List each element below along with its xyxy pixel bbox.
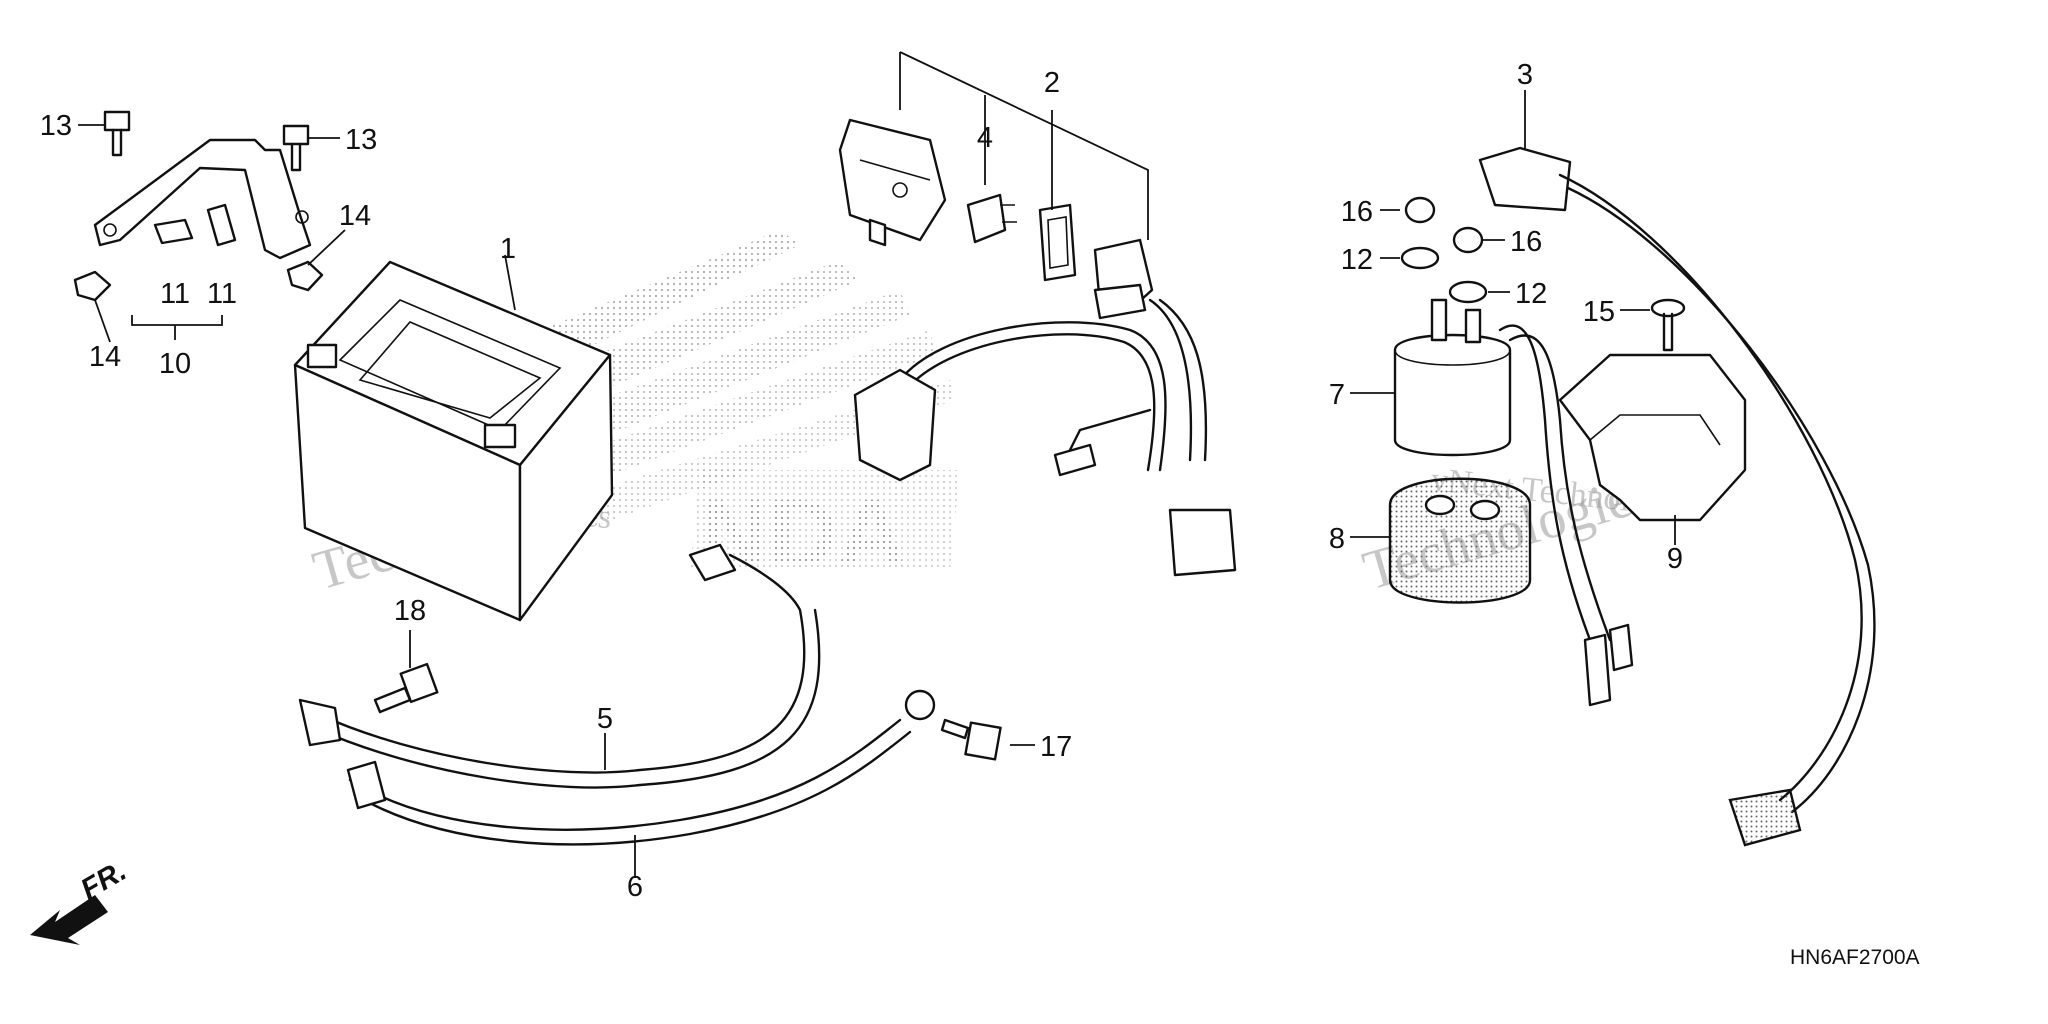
bolt-13-right [282, 124, 310, 172]
callout-5: 5 [597, 703, 613, 735]
callout-12-left: 12 [1341, 244, 1373, 276]
fuse-cover [838, 118, 947, 247]
callout-4: 4 [977, 122, 993, 154]
callout-10: 10 [159, 348, 191, 380]
callout-7: 7 [1329, 379, 1345, 411]
callout-1: 1 [500, 233, 516, 265]
battery [293, 260, 614, 622]
callout-12-right: 12 [1515, 278, 1547, 310]
callout-11-left: 11 [160, 278, 190, 310]
leader-lines [78, 90, 1676, 878]
washer-12-right [1448, 280, 1488, 304]
callout-13-left: 13 [40, 110, 72, 142]
callout-13-right: 13 [345, 124, 377, 156]
front-label: FR. [76, 855, 132, 906]
callout-14-right: 14 [339, 200, 371, 232]
callout-labels: 1 2 3 4 5 6 7 8 9 10 11 11 12 12 13 13 1… [40, 59, 1683, 903]
callout-11-right: 11 [207, 278, 237, 310]
battery-bracket [93, 138, 312, 260]
grommet-2 [1038, 203, 1077, 282]
group-bracket-2-4 [899, 51, 1149, 240]
nut-16-left [1404, 196, 1436, 224]
callout-3: 3 [1517, 59, 1533, 91]
fuse-holder [1093, 238, 1154, 320]
cable-3 [1478, 146, 1876, 847]
callout-18: 18 [394, 595, 426, 627]
cable-5 [298, 543, 821, 789]
bolt-18 [373, 662, 439, 714]
callout-9: 9 [1667, 543, 1683, 575]
callout-6: 6 [627, 871, 643, 903]
relay-rubber-mount [1388, 477, 1532, 604]
callout-16-right: 16 [1510, 226, 1542, 258]
relay-cover [1558, 353, 1747, 522]
callout-15: 15 [1583, 296, 1615, 328]
nut-14-right [286, 260, 324, 292]
cable-6 [346, 689, 936, 846]
washer-12-left [1400, 246, 1440, 270]
nut-16-right [1452, 226, 1484, 254]
diagram-code: HN6AF2700A [1790, 946, 1920, 969]
callout-2: 2 [1044, 67, 1060, 99]
main-fuse-harness [853, 298, 1237, 577]
starter-relay [1393, 298, 1634, 707]
screw-15 [1650, 298, 1686, 352]
bolt-13-left [103, 110, 131, 157]
fuse-4 [966, 193, 1017, 244]
callout-8: 8 [1329, 523, 1345, 555]
nut-14-left [73, 270, 112, 302]
callout-14-left: 14 [89, 341, 121, 373]
callout-17: 17 [1040, 731, 1072, 763]
callout-16-left: 16 [1341, 196, 1373, 228]
bolt-17 [940, 718, 1002, 761]
front-direction-arrow: FR. [30, 855, 132, 945]
